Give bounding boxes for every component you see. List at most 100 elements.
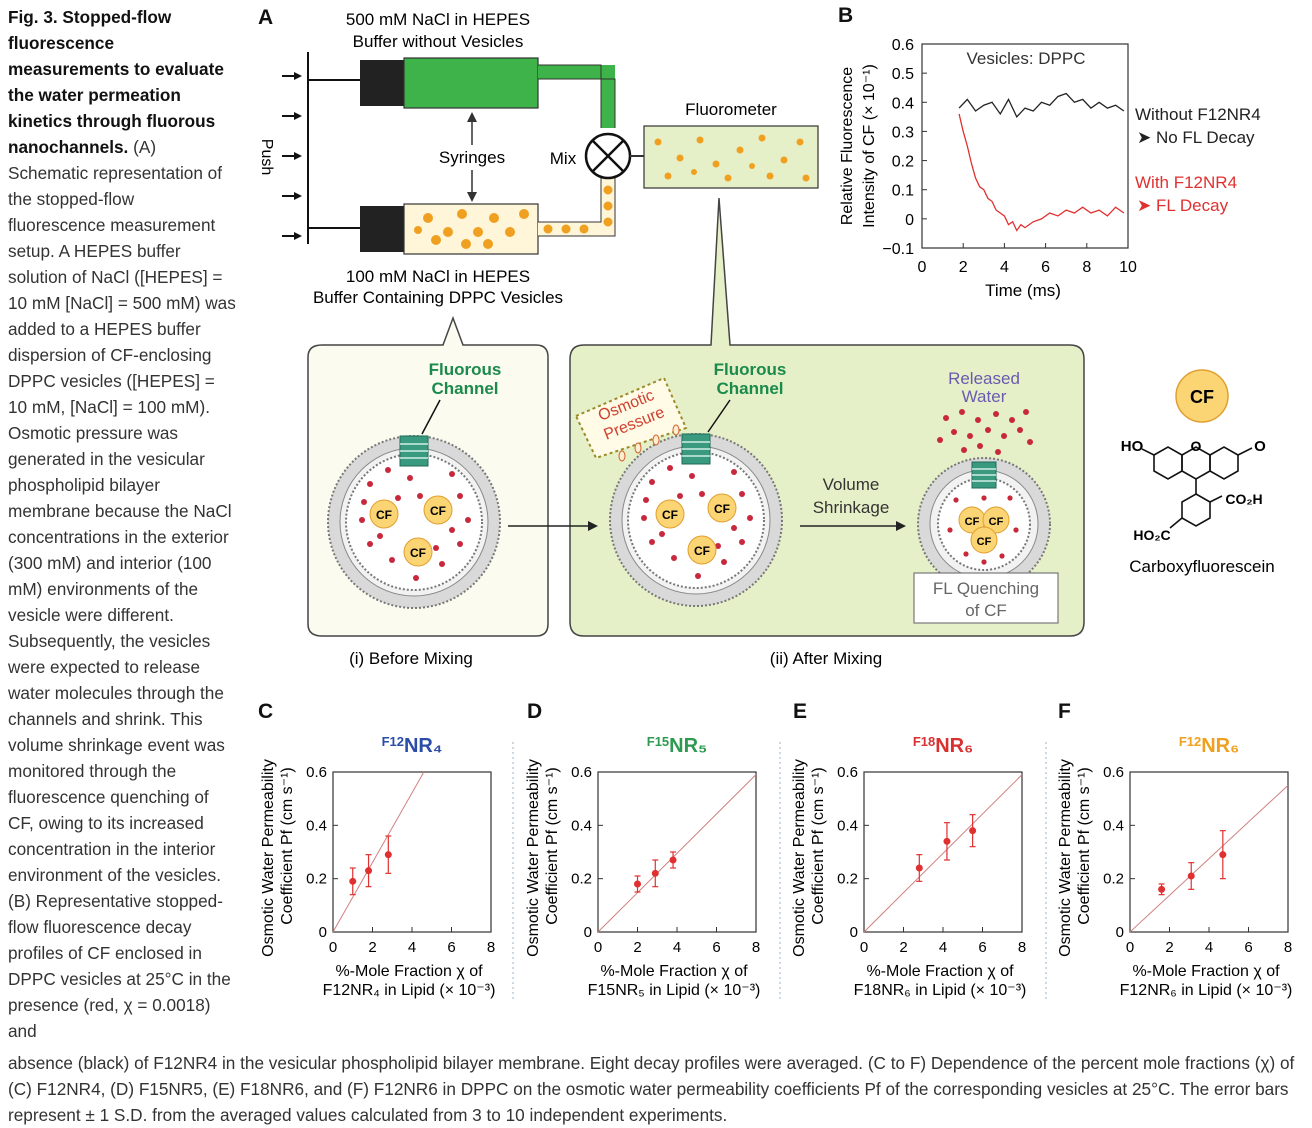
data-point <box>365 867 373 875</box>
figure-canvas: A 500 mM NaCl in HEPES Buffer without Ve… <box>258 4 1292 1000</box>
panel-title: F15NR₅ <box>647 734 707 757</box>
y-tick-label: −0.1 <box>882 241 914 258</box>
volume-label-2: Shrinkage <box>813 498 890 517</box>
shrinkage-arrow <box>800 521 906 531</box>
ketone-oxygen-label: O <box>1254 438 1266 455</box>
ho2c-label: HO₂C <box>1133 527 1170 543</box>
channel-pointer <box>421 399 441 435</box>
cf-label: CF <box>410 546 426 560</box>
data-point <box>943 837 951 845</box>
y-tick-label: 0.5 <box>892 66 914 83</box>
fit-line <box>863 774 1023 933</box>
y-axis-label-2: Coefficient Pf (cm s⁻¹) <box>544 767 561 925</box>
y-axis-label-1: Osmotic Water Permeability <box>525 759 542 957</box>
x-tick-label: 2 <box>368 939 376 956</box>
x-tick-label: 0 <box>1126 939 1134 956</box>
y-tick-label: 0.2 <box>837 871 858 888</box>
panel-letter-b: B <box>838 4 853 27</box>
x-tick-label: 2 <box>1165 939 1173 956</box>
x-tick-label: 6 <box>978 939 986 956</box>
cf-badge-label: CF <box>1190 387 1214 407</box>
push-label: Push <box>258 139 275 175</box>
y-tick-label: 0 <box>1116 924 1124 941</box>
x-tick-label: 0 <box>860 939 868 956</box>
top-syringe-label-2: Buffer without Vesicles <box>353 32 524 51</box>
y-axis-label-2: Coefficient Pf (cm s⁻¹) <box>810 767 827 925</box>
x-tick-label: 4 <box>673 939 681 956</box>
plot-frame <box>1129 771 1289 933</box>
data-point <box>634 880 641 888</box>
x-tick-label: 8 <box>752 939 760 956</box>
x-tick-label: 4 <box>1000 259 1009 276</box>
x-axis-label-1: %-Mole Fraction χ of <box>866 963 1014 980</box>
series-label: With F12NR4 <box>1135 173 1237 192</box>
series-line-without <box>958 92 1125 118</box>
after-channel-title-1: Fluorous <box>714 360 787 379</box>
fl-quench-box <box>913 572 1059 624</box>
carboxyfluorescein-structure <box>1141 446 1253 529</box>
panel-title: F18NR₆ <box>913 734 973 757</box>
series-annotation: ➤ FL Decay <box>1137 196 1229 215</box>
after-mixing-caption: (ii) After Mixing <box>770 649 882 668</box>
y-tick-label: 0 <box>850 924 858 941</box>
after-channel-title-2: Channel <box>716 379 783 398</box>
mixer-icon <box>584 132 632 180</box>
y-tick-label: 0 <box>905 212 914 229</box>
mix-label: Mix <box>550 149 577 168</box>
y-axis-label-2: Intensity of CF (× 10⁻¹) <box>861 64 878 228</box>
panel-title: F12NR₆ <box>1179 734 1239 757</box>
cf-label: CF <box>694 544 710 558</box>
x-tick-label: 4 <box>408 939 416 956</box>
x-tick-label: 2 <box>899 939 907 956</box>
caption-title: Fig. 3. Stopped-flow fluorescence measur… <box>8 7 224 157</box>
x-axis-label-2: F18NR₆ in Lipid (× 10⁻³) <box>854 982 1027 999</box>
x-tick-label: 6 <box>1041 259 1050 276</box>
y-axis-label-1: Osmotic Water Permeability <box>1057 759 1074 957</box>
co2h-label: CO₂H <box>1225 491 1262 507</box>
top-syringe <box>360 57 616 128</box>
x-tick-label: 10 <box>1119 259 1137 276</box>
y-tick-label: 0.3 <box>892 124 914 141</box>
data-point <box>669 856 677 864</box>
vesicle-shrunk <box>917 409 1051 591</box>
cf-label: CF <box>662 508 678 522</box>
y-tick-label: 0.4 <box>837 817 858 834</box>
bottom-syringe <box>360 178 616 255</box>
ring-oxygen-label: O <box>1191 438 1202 454</box>
y-tick-label: 0.6 <box>892 37 914 54</box>
panel-letter-c: C <box>258 700 273 723</box>
series-label: Without F12NR4 <box>1135 105 1261 124</box>
data-point <box>1158 885 1166 893</box>
panel-title: F12NR₄ <box>382 734 443 757</box>
before-mixing-caption: (i) Before Mixing <box>349 649 473 668</box>
cf-label: CF <box>714 502 730 516</box>
panel-letter-e: E <box>793 700 807 723</box>
x-axis-label: Time (ms) <box>985 281 1061 300</box>
volume-label-1: Volume <box>823 475 880 494</box>
data-point <box>1219 851 1227 859</box>
fit-line <box>332 771 425 933</box>
osmotic-pressure-callout <box>574 376 688 462</box>
y-tick-label: 0.4 <box>306 817 327 834</box>
cf-label: CF <box>430 504 446 518</box>
y-tick-label: 0.4 <box>571 817 592 834</box>
x-axis-label-2: F15NR₅ in Lipid (× 10⁻³) <box>588 982 761 999</box>
panel-letter-f: F <box>1058 700 1071 723</box>
cf-molecule-badge <box>1175 369 1229 423</box>
fit-line <box>597 774 757 933</box>
released-water-label-2: Water <box>962 387 1007 406</box>
y-tick-label: 0.6 <box>1103 764 1124 781</box>
y-tick-label: 0.6 <box>306 764 327 781</box>
x-tick-label: 0 <box>918 259 927 276</box>
cf-label: CF <box>965 516 980 528</box>
cf-label: CF <box>376 508 392 522</box>
fluorometer-cell <box>643 125 819 189</box>
plot-frame <box>921 43 1129 249</box>
y-tick-label: 0.6 <box>837 764 858 781</box>
vesicle-after <box>609 433 783 607</box>
x-tick-label: 0 <box>594 939 602 956</box>
series-line-with <box>958 113 1125 232</box>
push-arrows <box>282 52 360 244</box>
fit-line <box>1129 784 1289 933</box>
